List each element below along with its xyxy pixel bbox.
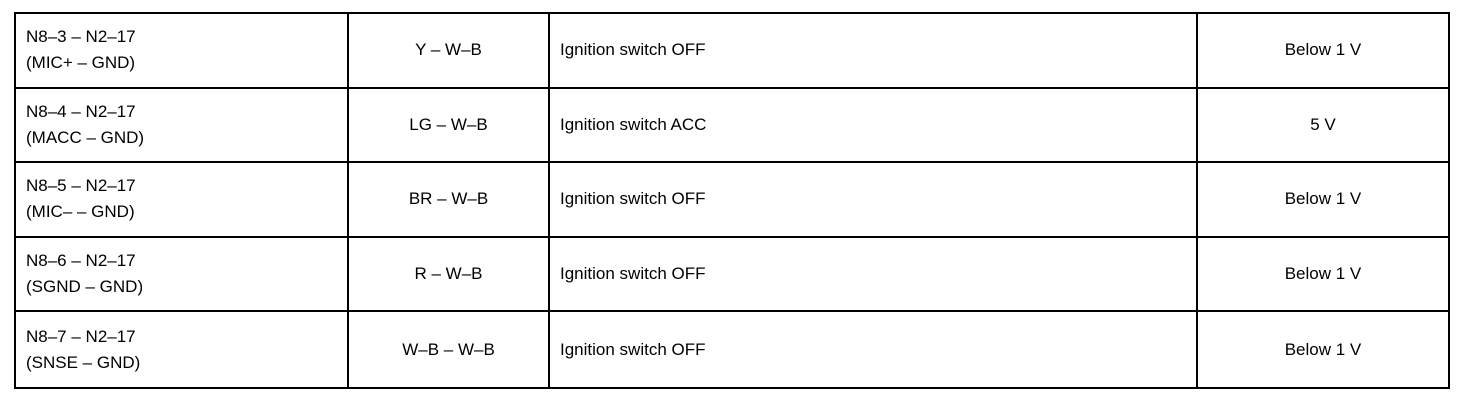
spec-value: 5 V: [1310, 114, 1336, 134]
terminal-cell: N8–3 – N2–17 (MIC+ – GND): [16, 14, 349, 89]
terminal-cell: N8–5 – N2–17 (MIC– – GND): [16, 163, 349, 238]
terminal-cell: N8–4 – N2–17 (MACC – GND): [16, 88, 349, 164]
spec-cell: Below 1 V: [1198, 238, 1448, 313]
wire-color: R – W–B: [414, 264, 483, 284]
terminal-signal: (SGND – GND): [26, 277, 144, 297]
wire-color-cell: R – W–B: [349, 237, 550, 313]
spec-value: Below 1 V: [1284, 189, 1362, 209]
wire-color: W–B – W–B: [402, 339, 495, 359]
condition-cell: Ignition switch ACC: [550, 88, 1198, 164]
condition-cell: Ignition switch OFF: [550, 14, 1198, 89]
terminal-cell: N8–7 – N2–17 (SNSE – GND): [16, 312, 349, 387]
wire-color-cell: Y – W–B: [349, 14, 550, 89]
wire-color-cell: W–B – W–B: [349, 312, 550, 387]
spec-value: Below 1 V: [1284, 339, 1362, 359]
condition-cell: Ignition switch OFF: [550, 163, 1198, 238]
spec-cell: 5 V: [1198, 89, 1448, 164]
spec-cell: Below 1 V: [1198, 163, 1448, 238]
condition-text: Ignition switch OFF: [560, 339, 706, 359]
terminal-signal: (MIC– – GND): [26, 202, 135, 222]
condition-text: Ignition switch OFF: [560, 264, 706, 284]
terminal-cell: N8–6 – N2–17 (SGND – GND): [16, 237, 349, 313]
condition-cell: Ignition switch OFF: [550, 312, 1198, 387]
inspection-table: N8–3 – N2–17 (MIC+ – GND) Y – W–B Igniti…: [14, 12, 1450, 389]
terminal-number: N8–3 – N2–17: [26, 27, 136, 47]
spec-cell: Below 1 V: [1198, 312, 1448, 387]
wire-color-cell: BR – W–B: [349, 163, 550, 238]
spec-value: Below 1 V: [1284, 264, 1362, 284]
wire-color: LG – W–B: [409, 114, 488, 134]
spec-value: Below 1 V: [1284, 40, 1362, 60]
terminal-signal: (SNSE – GND): [26, 352, 141, 372]
wire-color: BR – W–B: [408, 189, 489, 209]
terminal-number: N8–6 – N2–17: [26, 251, 136, 271]
terminal-number: N8–4 – N2–17: [26, 101, 136, 121]
terminal-number: N8–7 – N2–17: [26, 326, 136, 346]
condition-text: Ignition switch ACC: [560, 114, 707, 134]
wire-color: Y – W–B: [415, 40, 482, 60]
wire-color-cell: LG – W–B: [349, 88, 550, 164]
condition-cell: Ignition switch OFF: [550, 237, 1198, 313]
condition-text: Ignition switch OFF: [560, 189, 706, 209]
terminal-number: N8–5 – N2–17: [26, 176, 136, 196]
spec-cell: Below 1 V: [1198, 14, 1448, 89]
condition-text: Ignition switch OFF: [560, 40, 706, 60]
terminal-signal: (MIC+ – GND): [26, 53, 136, 73]
terminal-signal: (MACC – GND): [26, 127, 145, 147]
